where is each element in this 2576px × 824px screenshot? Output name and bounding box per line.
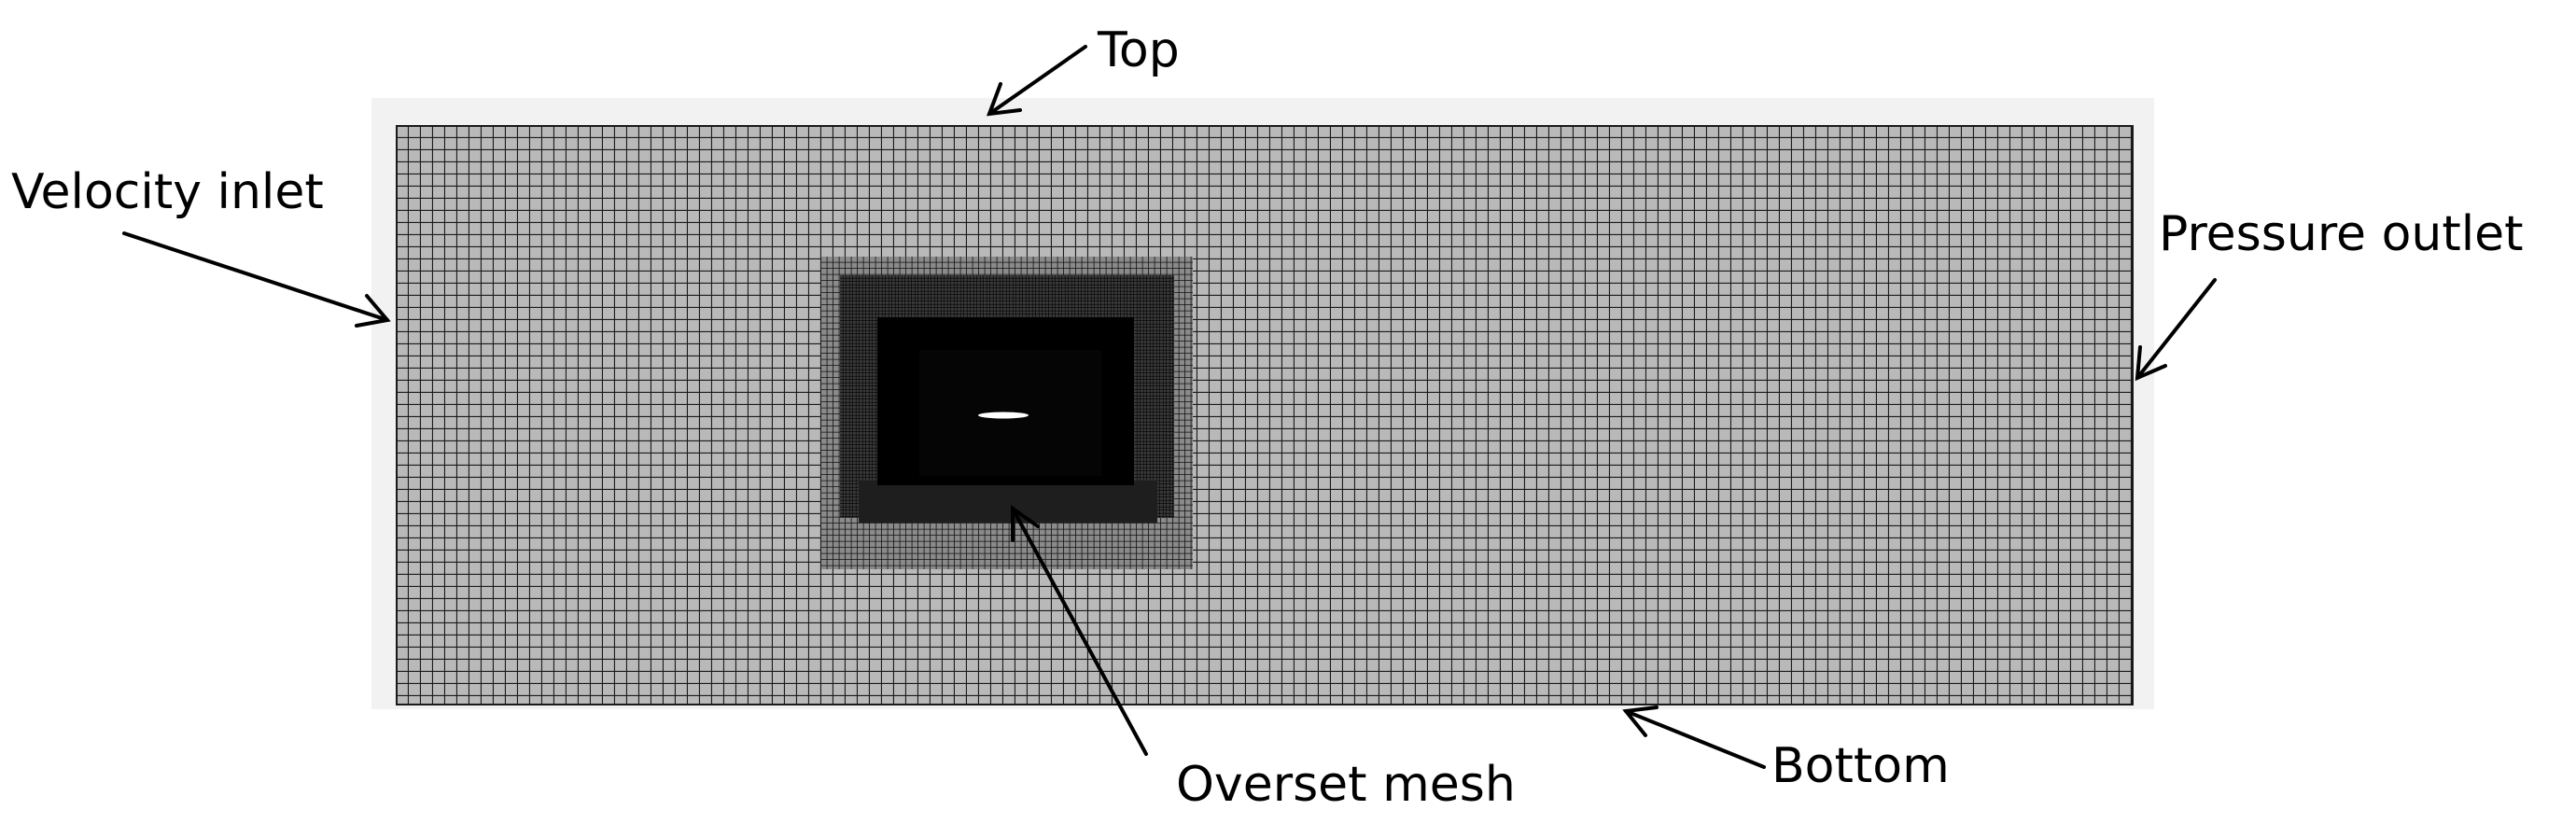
label-top: Top (1098, 22, 1180, 78)
background-mesh (396, 125, 2134, 705)
arrow-overset-mesh (1011, 505, 1148, 756)
label-bottom: Bottom (1771, 738, 1950, 794)
arrow-bottom (1622, 705, 1766, 769)
arrow-velocity-inlet (122, 231, 391, 328)
airfoil-shape (978, 412, 1029, 419)
arrow-top (986, 45, 1087, 117)
label-overset-mesh: Overset mesh (1176, 757, 1516, 813)
arrow-pressure-outlet (2135, 278, 2217, 382)
overset-mesh-fine-lower (859, 481, 1157, 523)
label-velocity-inlet: Velocity inlet (11, 164, 324, 220)
label-pressure-outlet: Pressure outlet (2159, 206, 2524, 262)
